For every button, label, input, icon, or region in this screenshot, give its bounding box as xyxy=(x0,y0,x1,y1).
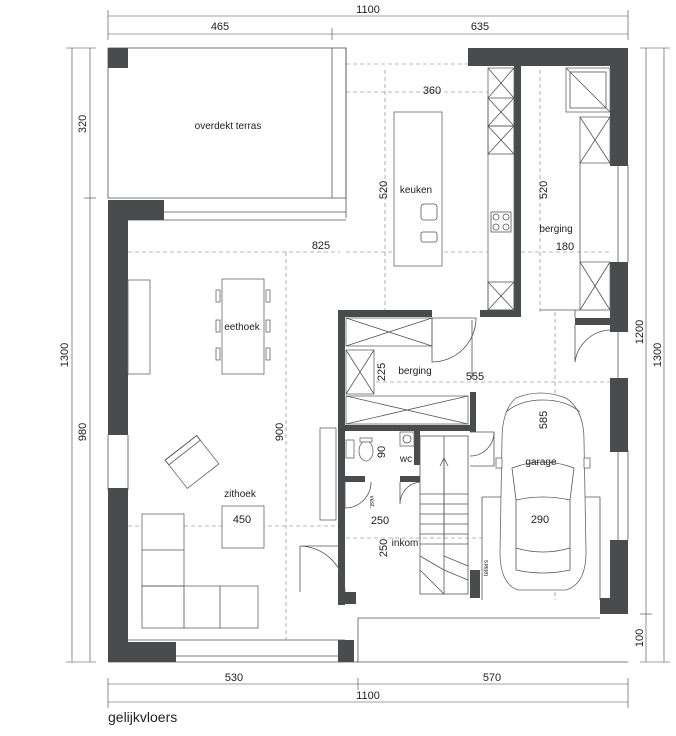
dining-table xyxy=(221,278,265,375)
room-label-storage-mid: berging xyxy=(398,366,431,377)
kitchen-furniture xyxy=(393,67,515,311)
dim-bottom-right: 570 xyxy=(483,672,501,684)
dim-top-total: 1100 xyxy=(356,4,380,16)
kitchen-island xyxy=(393,111,443,267)
room-label-storage-top: berging xyxy=(539,224,572,235)
dim-living-width: 825 xyxy=(312,240,330,252)
berging-furniture xyxy=(345,317,469,425)
dim-garage-width-label: 555 xyxy=(466,371,484,383)
dim-left-upper: 320 xyxy=(77,115,89,133)
dim-garage-width: 290 xyxy=(531,514,549,526)
dim-bottom-total: 1100 xyxy=(356,690,380,702)
room-label-meters: tellers xyxy=(484,560,490,576)
dim-wc-depth: 90 xyxy=(376,446,388,458)
room-label-dining: eethoek xyxy=(224,322,261,333)
floor-caption: gelijkvloers xyxy=(108,709,177,725)
dim-top-left: 465 xyxy=(211,21,229,33)
dim-top-right: 635 xyxy=(471,21,489,33)
dimension-labels: 1100 465 635 530 570 1100 1300 320 980 1… xyxy=(59,4,664,702)
armchair xyxy=(164,434,220,490)
coffee-table xyxy=(221,505,265,549)
tv-unit xyxy=(319,427,337,521)
doors xyxy=(299,317,611,593)
dim-kitchen-width: 360 xyxy=(423,85,441,97)
dim-garage-depth: 585 xyxy=(538,411,550,429)
kitchen-counter xyxy=(487,67,515,311)
room-label-entrance: inkom xyxy=(392,538,419,549)
stairs xyxy=(419,435,469,595)
dim-hall-width: 250 xyxy=(371,515,389,527)
dim-sitting-width: 450 xyxy=(233,514,251,526)
room-label-sitting: zithoek xyxy=(224,489,257,500)
walls xyxy=(108,48,628,662)
dim-left-total: 1300 xyxy=(59,343,71,367)
sofa-bottom xyxy=(141,585,259,629)
room-label-vest: vest. xyxy=(368,496,374,509)
dim-living-depth: 900 xyxy=(274,423,286,441)
dim-left-lower: 980 xyxy=(77,423,89,441)
dim-hall-depth: 250 xyxy=(378,539,390,557)
room-label-wc: wc xyxy=(399,454,412,465)
inner-dimension-labels: 360 520 520 180 825 900 225 555 585 90 4… xyxy=(233,85,574,557)
sideboard xyxy=(127,279,151,375)
stove-icon xyxy=(490,211,512,233)
dim-right-lower: 100 xyxy=(634,629,646,647)
room-label-terrace: overdekt terras xyxy=(195,121,262,132)
storage-furniture xyxy=(565,67,611,311)
living-furniture xyxy=(141,427,337,629)
dining-furniture xyxy=(127,278,271,375)
dim-kitchen-depth: 520 xyxy=(378,181,390,199)
room-label-garage: garage xyxy=(525,457,557,468)
car-icon xyxy=(495,392,591,591)
washbasin-icon xyxy=(399,431,415,447)
toilet-icon xyxy=(358,440,374,462)
dim-berging-depth: 225 xyxy=(376,363,388,381)
dimension-lines xyxy=(66,10,670,708)
dim-storage-width: 180 xyxy=(556,241,574,253)
dim-right-upper: 1200 xyxy=(634,320,646,344)
room-labels: overdekt terras keuken berging eethoek b… xyxy=(195,121,573,576)
wc-furniture xyxy=(345,431,415,462)
dim-storage-depth: 520 xyxy=(538,181,550,199)
room-label-kitchen: keuken xyxy=(400,185,432,196)
dim-right-total: 1300 xyxy=(652,343,664,367)
dim-bottom-left: 530 xyxy=(225,672,243,684)
sink-icon xyxy=(420,203,438,221)
